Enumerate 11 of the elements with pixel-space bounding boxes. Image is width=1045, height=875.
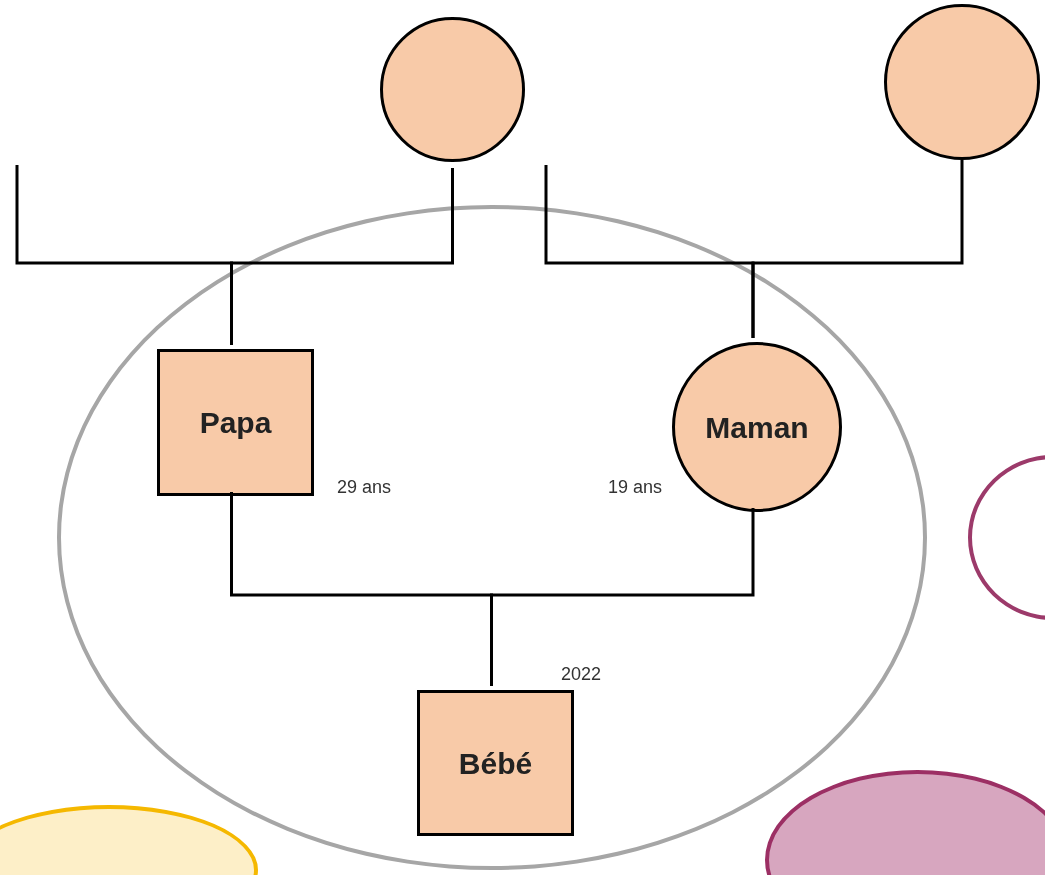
kinship-line bbox=[490, 508, 755, 686]
age-label: 19 ans bbox=[608, 476, 663, 499]
age-label: 29 ans bbox=[337, 476, 392, 499]
person-name: Bébé bbox=[458, 745, 533, 782]
kinship-line bbox=[544, 165, 755, 338]
age-label: 2022 bbox=[561, 663, 602, 686]
male-square bbox=[157, 349, 314, 496]
male-square bbox=[417, 690, 574, 836]
person-name: Maman bbox=[705, 409, 809, 446]
person-name: Papa bbox=[199, 405, 272, 441]
kinship-line bbox=[15, 165, 233, 345]
